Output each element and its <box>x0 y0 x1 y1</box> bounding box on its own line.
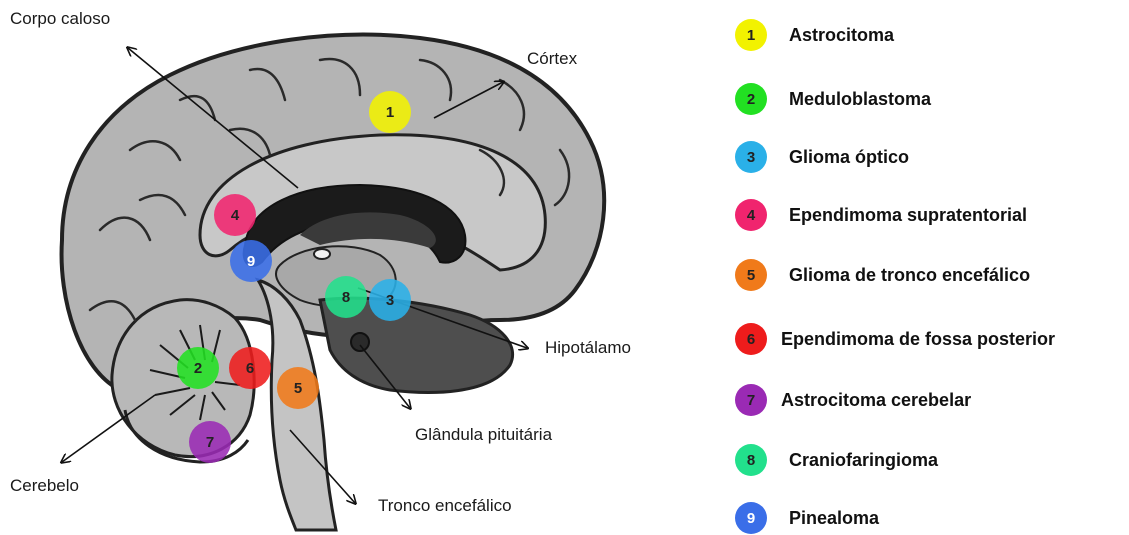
legend-item-7: 7 Astrocitoma cerebelar <box>735 383 971 417</box>
marker-8: 8 <box>325 276 367 318</box>
marker-6: 6 <box>229 347 271 389</box>
marker-5: 5 <box>277 367 319 409</box>
marker-number: 3 <box>386 292 394 309</box>
legend-badge: 6 <box>735 323 767 355</box>
legend-item-4: 4 Ependimoma supratentorial <box>735 198 1027 232</box>
marker-number: 6 <box>246 360 254 377</box>
legend-label: Glioma óptico <box>789 147 909 168</box>
legend-badge: 8 <box>735 444 767 476</box>
marker-2: 2 <box>177 347 219 389</box>
marker-number: 4 <box>231 207 240 224</box>
marker-number: 9 <box>247 253 255 270</box>
legend-item-1: 1 Astrocitoma <box>735 18 894 52</box>
legend-label: Meduloblastoma <box>789 89 931 110</box>
marker-7: 7 <box>189 421 231 463</box>
legend-badge: 2 <box>735 83 767 115</box>
marker-9: 9 <box>230 240 272 282</box>
legend-item-6: 6 Ependimoma de fossa posterior <box>735 322 1055 356</box>
legend-label: Glioma de tronco encefálico <box>789 265 1030 286</box>
pituitary-shape <box>351 333 369 351</box>
legend-badge: 7 <box>735 384 767 416</box>
marker-4: 4 <box>214 194 256 236</box>
legend-badge: 4 <box>735 199 767 231</box>
legend-badge: 3 <box>735 141 767 173</box>
legend-label: Ependimoma de fossa posterior <box>781 329 1055 350</box>
thalamus-node <box>314 249 330 259</box>
marker-number: 7 <box>206 434 214 451</box>
label-corpo-caloso: Corpo caloso <box>10 9 110 29</box>
legend-item-9: 9 Pinealoma <box>735 501 879 535</box>
legend-badge: 9 <box>735 502 767 534</box>
legend-badge: 1 <box>735 19 767 51</box>
label-tronco-encefalico: Tronco encefálico <box>378 496 512 516</box>
legend-item-2: 2 Meduloblastoma <box>735 82 931 116</box>
legend-label: Ependimoma supratentorial <box>789 205 1027 226</box>
marker-number: 8 <box>342 289 350 306</box>
legend-label: Astrocitoma cerebelar <box>781 390 971 411</box>
marker-1: 1 <box>369 91 411 133</box>
label-glandula-pituitaria: Glândula pituitária <box>415 425 552 445</box>
label-cortex: Córtex <box>527 49 577 69</box>
legend-label: Pinealoma <box>789 508 879 529</box>
marker-number: 1 <box>386 104 394 121</box>
legend-item-5: 5 Glioma de tronco encefálico <box>735 258 1030 292</box>
marker-number: 5 <box>294 380 302 397</box>
legend-label: Astrocitoma <box>789 25 894 46</box>
legend-badge: 5 <box>735 259 767 291</box>
legend-label: Craniofaringioma <box>789 450 938 471</box>
legend-item-3: 3 Glioma óptico <box>735 140 909 174</box>
label-hipotalamo: Hipotálamo <box>545 338 631 358</box>
marker-number: 2 <box>194 360 202 377</box>
legend-item-8: 8 Craniofaringioma <box>735 443 938 477</box>
marker-3: 3 <box>369 279 411 321</box>
label-cerebelo: Cerebelo <box>10 476 79 496</box>
